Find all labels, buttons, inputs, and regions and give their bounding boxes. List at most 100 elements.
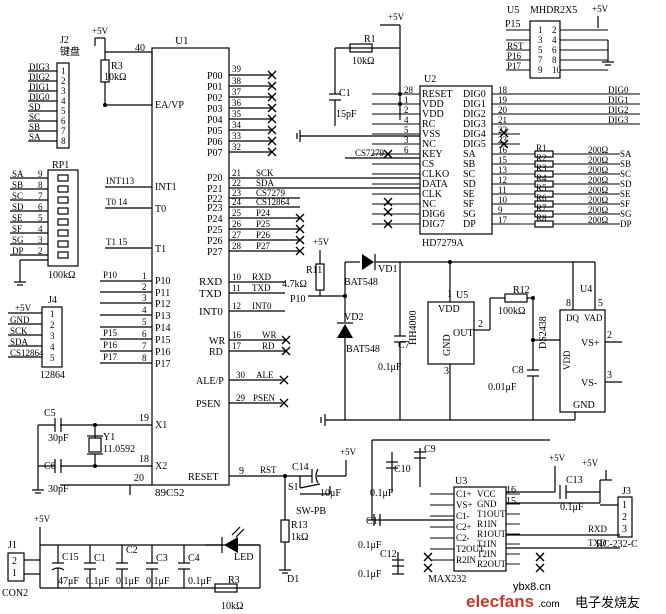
segment-resistor-value: 200Ω [588,165,609,175]
j2-pin-num: 3 [61,86,66,96]
svg-text:P00: P00 [207,71,223,82]
svg-text:P26: P26 [207,236,223,247]
svg-text:16: 16 [232,330,242,340]
svg-text:P11: P11 [155,288,170,299]
j2-net-label: DIG1 [29,82,50,92]
header-pin-num: 5 [538,45,543,55]
u2-pin-name: DIG6 [422,209,445,220]
svg-text:P16: P16 [103,340,118,350]
svg-text:P17: P17 [103,352,118,362]
svg-text:100kΩ: 100kΩ [48,270,75,281]
svg-text:DQ: DQ [566,313,579,323]
u2-pin-name: DATA [422,179,449,190]
svg-text:BAT548: BAT548 [346,344,380,355]
svg-text:P15: P15 [505,19,521,30]
svg-text:P27: P27 [207,247,223,258]
svg-text:10kΩ: 10kΩ [221,601,243,612]
u3-pin-name: R2IN [456,555,477,565]
svg-text:P24: P24 [256,208,271,218]
svg-text:34: 34 [232,120,242,130]
u2-pin-name: SC [463,169,476,180]
u3-pin-name: C2+ [456,522,472,532]
svg-text:+5V: +5V [549,453,566,463]
svg-text:22: 22 [232,178,241,188]
segment-resistor-ref: R4 [536,173,547,183]
svg-text:0.1μF: 0.1μF [358,569,382,580]
u2-pin-name: DP [463,219,476,230]
svg-text:P23: P23 [207,203,223,214]
u2-pin-name: CLK [422,189,443,200]
svg-text:VS+: VS+ [581,338,600,349]
svg-text:INT0: INT0 [199,306,223,318]
svg-text:RST: RST [260,465,277,475]
segment-resistor-ref: R1 [536,143,547,153]
j4-net-label: CS12864 [10,348,44,358]
u2-pin-num: 21 [498,115,507,125]
rp1-pin-num: 9 [38,169,43,179]
svg-text:1kΩ: 1kΩ [291,532,308,543]
u3-pin-name: GND [477,499,497,509]
u2-pin-num: 17 [498,215,508,225]
u2-pin-name: SB [463,159,476,170]
svg-text:P22: P22 [207,194,223,205]
svg-text:R11: R11 [306,265,322,276]
svg-text:+5V: +5V [340,447,357,457]
svg-text:P10: P10 [155,276,171,287]
u2-pin-name: SE [463,189,475,200]
segment-resistor-value: 200Ω [588,195,609,205]
svg-text:EA/VP: EA/VP [155,100,184,111]
svg-text:J2: J2 [60,35,69,46]
svg-text:C1: C1 [94,553,106,564]
svg-text:1: 1 [12,568,17,579]
u2-pin-name: SA [463,149,477,160]
svg-text:键盘: 键盘 [60,45,80,58]
u2-pin-num: 22 [498,125,507,135]
svg-text:U2: U2 [424,74,436,85]
u2-pin-name: DIG1 [463,99,486,110]
u1-port0: 39 P00 38 P01 37 P02 36 P03 35 P04 34 P0… [207,64,277,159]
u2-pin-num: 4 [404,115,409,125]
j2-pin-num: 5 [61,106,66,116]
svg-text:2: 2 [478,319,483,330]
svg-text:2: 2 [607,330,612,341]
j4-net-label: GND [10,315,30,325]
dig-net-label: DIG1 [608,95,629,105]
svg-text:BAT548: BAT548 [344,277,378,288]
svg-text:+5V: +5V [592,4,609,14]
j4-net-label: SCK [10,326,28,336]
svg-text:C14: C14 [292,462,309,473]
svg-text:T0 14: T0 14 [106,197,128,207]
svg-text:24: 24 [232,197,242,207]
u1-port1: P10 1 P10 2 P11 3 P12 4 P13 5 P14 P15 6 … [100,270,171,370]
u3-pin-name: T2IN [477,549,497,559]
svg-text:VDD: VDD [562,350,572,370]
svg-text:30pF: 30pF [48,484,69,495]
svg-text:C9: C9 [424,444,436,455]
svg-text:C8: C8 [512,365,524,376]
segment-resistor-value: 200Ω [588,175,609,185]
header-net-label: P16 [507,51,522,61]
u3-pin-name: C1- [456,511,470,521]
svg-text:T1 15: T1 15 [106,237,128,247]
segment-net-label: SG [620,209,632,219]
u2-pin-num: 16 [498,145,508,155]
svg-text:3: 3 [142,293,147,303]
svg-text:HH4000: HH4000 [408,311,419,345]
svg-text:INT1: INT1 [155,182,177,193]
u2-pin-name: DIG5 [463,139,486,150]
svg-text:+5V: +5V [582,458,599,468]
u3-pin-name: R1OUT [477,529,507,539]
header-pin-num: 6 [552,45,557,55]
svg-text:LED: LED [234,552,253,563]
svg-text:16: 16 [506,485,516,496]
svg-text:P25: P25 [207,225,223,236]
dig-net-label: DIG2 [608,105,629,115]
svg-text:26: 26 [232,219,242,229]
j2-net-label: SB [29,122,40,132]
svg-text:4: 4 [142,305,147,315]
rp1-net-label: SC [12,191,23,201]
svg-text:T1: T1 [155,244,166,255]
j2-pin-num: 4 [61,96,66,106]
